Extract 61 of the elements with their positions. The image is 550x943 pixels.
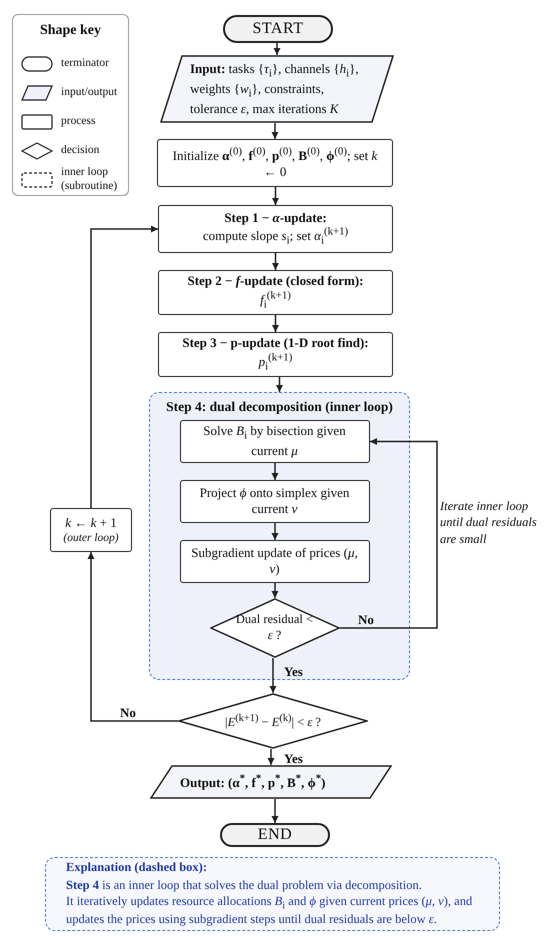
node-text: |E$^{(k+1)}$ − E$^{(k)}$| < ε ? — [225, 712, 321, 730]
arrow — [272, 123, 278, 139]
terminator-box — [223, 15, 333, 43]
arrow — [276, 377, 283, 392]
node-text: Project ϕ onto simplex given current ν — [198, 484, 350, 518]
decision-diamond — [210, 598, 340, 658]
node-text: Dual residual < ε ? — [236, 612, 314, 644]
arrow — [272, 523, 278, 540]
edge-label: No — [120, 705, 136, 721]
edge-label: No — [358, 612, 374, 628]
node-text: END — [258, 825, 292, 845]
node-text: Output: (α$^{*}$, f$^{*}$, p$^{*}$, B$^{*}$, ϕ$^{*}$) — [180, 772, 326, 792]
decision-diamond — [178, 693, 368, 749]
node-text: Input: tasks {τ$_{i}$}, channels {h$_{i}$}, weights {w$_{i}$}, constraints, tolerance ε, max iterations K — [190, 60, 360, 118]
node-text: Step 4: dual decomposition (inner loop) — [166, 399, 393, 416]
inner-loop-group — [149, 392, 410, 680]
process-box — [50, 508, 132, 552]
node-heading: Step 1 − α-update: — [224, 210, 327, 226]
node-text: Step 4 is an inner loop that solves the dual problem via decomposition. — [66, 878, 422, 894]
terminator-box — [220, 823, 330, 847]
arrow — [272, 187, 279, 205]
arrow — [272, 463, 278, 480]
arrow — [272, 799, 278, 823]
legend-label: inner loop (subroutine) — [61, 166, 118, 194]
legend-title: Shape key — [38, 22, 102, 40]
annotation-text: Iterate inner loop until dual residuals are small — [440, 498, 538, 547]
arrow — [268, 749, 274, 765]
arrow — [272, 583, 278, 598]
node-text: It iteratively updates resource allocations B$_{i}$ and ϕ given current prices (μ, ν), and updates the prices using subgradient steps until dual residuals are below ε. — [66, 894, 474, 928]
arrow — [272, 315, 279, 332]
legend-label: input/output — [61, 86, 118, 100]
legend-label: decision — [61, 144, 100, 158]
arrow — [340, 438, 438, 629]
process-box — [180, 540, 370, 582]
process-box — [158, 205, 393, 253]
node-text: START — [252, 19, 304, 39]
legend-label: terminator — [61, 56, 109, 70]
process-box — [180, 480, 370, 522]
explanation-box — [45, 857, 500, 931]
node-text: Initialize α$^{(0)}$, f$^{(0)}$, p$^{(0)}$, B$^{(0)}$, ϕ$^{(0)}$; set k ← 0 — [172, 146, 378, 180]
arrow — [90, 226, 158, 508]
process-box — [158, 270, 393, 315]
arrow — [270, 658, 276, 693]
legend-label: process — [61, 114, 96, 128]
input-output-parallelogram — [160, 55, 394, 123]
node-heading: Explanation (dashed box): — [66, 860, 208, 876]
arrow — [274, 43, 280, 55]
input-output-parallelogram — [150, 765, 392, 799]
arrow — [88, 552, 178, 722]
node-text: Subgradient update of prices (μ, ν) — [190, 544, 359, 578]
node-text: k ← k + 1 — [65, 514, 117, 531]
node-heading: Step 3 − p-update (1-D root find): — [182, 335, 369, 352]
node-text: (outer loop) — [63, 530, 119, 546]
node-heading: Step 2 − f-update (closed form): — [187, 273, 364, 290]
process-box — [158, 332, 393, 377]
edge-label: Yes — [284, 664, 303, 680]
edge-label: Yes — [284, 751, 303, 767]
node-text: Solve B$_{i}$ by bisection given current μ — [202, 422, 347, 460]
process-box — [180, 420, 370, 462]
arrow — [272, 253, 279, 270]
process-box — [157, 139, 393, 187]
